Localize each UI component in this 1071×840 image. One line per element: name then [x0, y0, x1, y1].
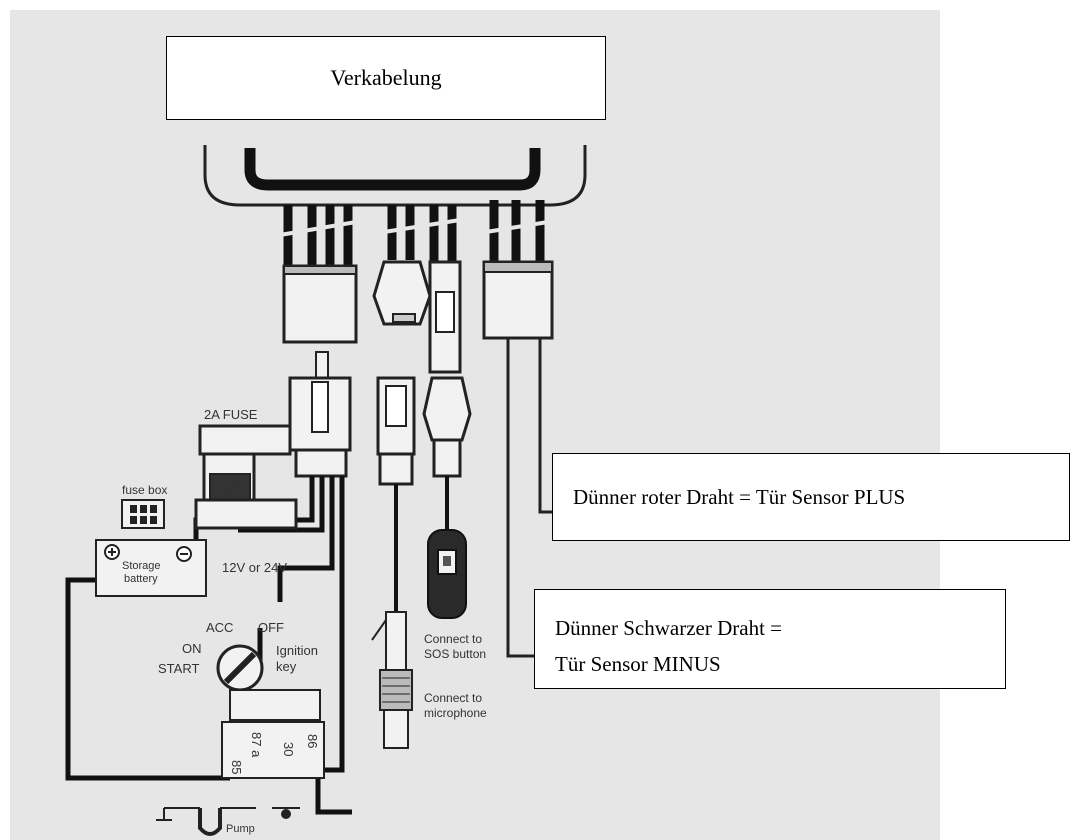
fuse-part-label-2: FUSE — [219, 489, 240, 498]
power-wires — [65, 476, 352, 815]
cable-wrap-marks — [279, 218, 549, 237]
battery-label-2: battery — [124, 573, 158, 585]
mic-label-2: microphone — [424, 706, 487, 720]
voltage-label: 12V or 24V — [222, 560, 287, 575]
callout-door-sensor-plus: Dünner roter Draht = Tür Sensor PLUS — [552, 453, 1070, 541]
fuse-holder — [198, 424, 292, 456]
cable-bundle-sos-mic — [387, 205, 457, 262]
fuse-label: 2A FUSE — [204, 407, 258, 422]
connector-power-upper — [282, 264, 358, 344]
pump-label: Pump — [226, 823, 255, 835]
ignition-off-label: OFF — [258, 620, 284, 635]
ignition-label-1: Ignition — [276, 643, 318, 658]
ignition-start-label: START — [158, 661, 199, 676]
page-title: Verkabelung — [330, 65, 442, 90]
sos-label-2: SOS button — [424, 647, 486, 661]
callout-minus-line-2: Tür Sensor MINUS — [555, 652, 721, 676]
ignition-acc-label: ACC — [206, 620, 233, 635]
fuse-part-label: SR-56B — [216, 478, 244, 487]
relay-30-label: 30 — [281, 742, 296, 756]
relay-87a-label: 87 a — [249, 732, 264, 758]
relay — [221, 721, 325, 779]
connector-sos-lower — [422, 376, 472, 442]
callout-minus-line-1: Dünner Schwarzer Draht = — [555, 616, 783, 640]
ignition-label-2: key — [276, 659, 297, 674]
diagram-panel — [10, 10, 940, 840]
device-housing — [203, 145, 587, 207]
mic-label-1: Connect to — [424, 691, 482, 705]
connector-door-upper — [482, 260, 554, 340]
callout-plus-text: Dünner roter Draht = Tür Sensor PLUS — [573, 484, 906, 509]
relay-top — [229, 689, 321, 721]
fuse-box-label: fuse box — [122, 483, 167, 497]
battery-label-1: Storage — [122, 560, 161, 572]
device-inner-bar — [244, 148, 541, 191]
door-wire-plus — [538, 338, 552, 514]
sos-label-1: Connect to — [424, 632, 482, 646]
callout-door-sensor-minus: Dünner Schwarzer Draht = Tür Sensor MINU… — [534, 589, 1006, 689]
pump — [198, 808, 222, 836]
cable-bundle-power — [283, 205, 353, 268]
door-wire-minus — [506, 338, 534, 658]
ignition-on-label: ON — [182, 641, 202, 656]
title-box: Verkabelung — [166, 36, 606, 120]
relay-85-label: 85 — [229, 760, 244, 774]
microphone — [385, 611, 407, 671]
relay-86-label: 86 — [305, 734, 320, 748]
connector-sos-upper — [372, 260, 432, 326]
